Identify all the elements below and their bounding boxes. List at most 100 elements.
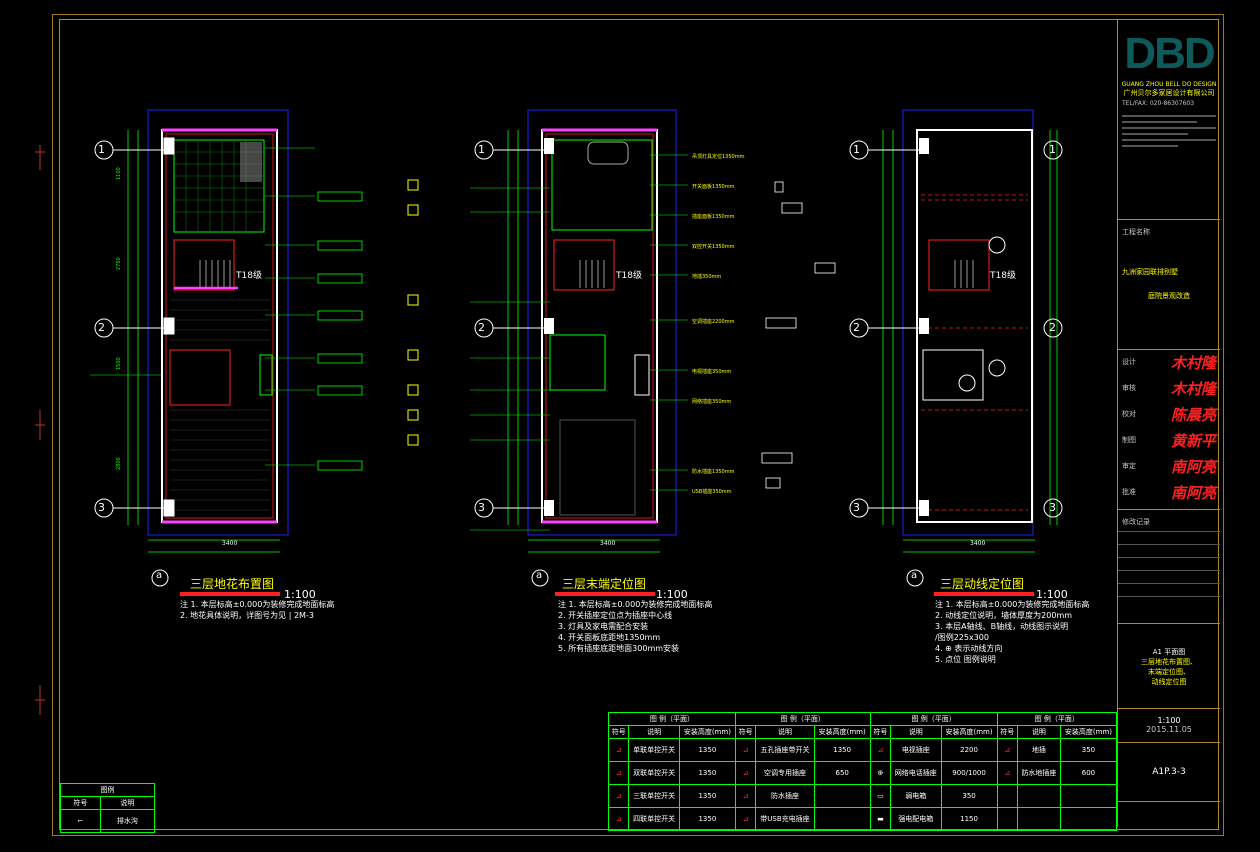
plan-notes: 注 1. 本层标高±0.000为装修完成地面标高 2. 开关插座定位点为插座中心… <box>558 599 712 654</box>
legend-head: 说明 <box>755 725 815 739</box>
note-line: 2. 动线定位说明，墙体厚度为200mm <box>935 611 1073 620</box>
legend-desc: 带USB充电插座 <box>755 807 815 831</box>
stair-label: T18级 <box>616 271 642 281</box>
sheet-date: 2015.11.05 <box>1146 725 1192 734</box>
sig-label: 校对 <box>1122 410 1136 418</box>
sig-label: 审核 <box>1122 384 1136 392</box>
dim-bottom: 3400 <box>222 540 238 547</box>
svg-text:1100: 1100 <box>116 167 122 180</box>
grid-label-2-right: 2 <box>1049 321 1056 334</box>
legend-desc: 防水插座 <box>755 784 815 808</box>
legend-height <box>1059 784 1118 808</box>
svg-text:USB插座350mm: USB插座350mm <box>692 488 732 495</box>
floor-plan-3 <box>849 109 1063 587</box>
sig-row: 校对陈晨亮 <box>1118 401 1220 427</box>
legend-head: 说明 <box>1016 725 1061 739</box>
title-block: DBD GUANG ZHOU BELL DO DESIGN 广州贝尔多家居设计有… <box>1117 19 1220 827</box>
plan-title: 三层末端定位图 <box>562 577 647 591</box>
column-label: a <box>536 570 543 581</box>
project-label: 工程名称 <box>1122 228 1150 236</box>
svg-text:地插350mm: 地插350mm <box>692 273 721 280</box>
legend-head: 安装高度(mm) <box>813 725 871 739</box>
dim-bottom: 3400 <box>600 540 616 547</box>
legend-small: 图例 符号 说明 ⌐ 排水沟 <box>60 783 156 833</box>
note-line: 注 1. 本层标高±0.000为装修完成地面标高 <box>935 600 1090 609</box>
symbol-boxes-left <box>407 179 419 446</box>
margin-ticks <box>35 145 45 715</box>
legend-head: 安装高度(mm) <box>1059 725 1118 739</box>
plan-scale: 1:100 <box>284 588 316 601</box>
sheet-no-cell: A1P.3-3 <box>1118 745 1220 802</box>
sig-row: 设计木村隆 <box>1118 349 1220 375</box>
legend-height <box>813 807 871 831</box>
legend-height <box>1059 807 1118 831</box>
empty-cell <box>996 807 1018 831</box>
legend-height: 2200 <box>940 738 998 762</box>
network-symbol-icon: ⊕ <box>869 761 892 785</box>
legend-height: 1350 <box>678 761 736 785</box>
note-line: 注 1. 本层标高±0.000为装修完成地面标高 <box>558 600 713 609</box>
switch-symbol-icon: ⊿ <box>607 807 630 831</box>
drawing-name-line: 动线定位图 <box>1151 678 1187 686</box>
note-line: 2. 开关插座定位点为插座中心线 <box>558 611 673 620</box>
grid-label-2: 2 <box>98 321 105 334</box>
box-symbol-icon: ▭ <box>869 784 892 808</box>
sig-label: 审定 <box>1122 462 1136 470</box>
socket-symbol-icon: ⊿ <box>734 738 757 762</box>
legend-height: 350 <box>1059 738 1118 762</box>
drawing-frame-outer <box>52 14 1224 836</box>
plan-notes: 注 1. 本层标高±0.000为装修完成地面标高 2. 地花具体说明，详图号为见… <box>180 599 334 621</box>
legend-head: 说明 <box>890 725 942 739</box>
signature: 黄新平 <box>1170 431 1216 450</box>
legend-height: 1350 <box>678 807 736 831</box>
legend-height: 350 <box>940 784 998 808</box>
switch-symbol-icon: ⊿ <box>607 784 630 808</box>
project-name: 九洲家园联排别墅 <box>1122 268 1178 276</box>
drawing-name-line: 末端定位图、 <box>1148 668 1190 676</box>
legend-row-text: 排水沟 <box>99 809 156 833</box>
panel-symbol-icon: ▬ <box>869 807 892 831</box>
revision-label: 修改记录 <box>1122 518 1150 526</box>
legend-height <box>813 784 871 808</box>
signature: 南阿亮 <box>1170 457 1216 476</box>
grid-label-2: 2 <box>478 321 485 334</box>
legend-desc <box>1016 784 1061 808</box>
legend-height: 1150 <box>940 807 998 831</box>
legend-head: 符号 <box>734 725 757 739</box>
legend-title: 图例 <box>60 783 155 797</box>
legend-head: 安装高度(mm) <box>940 725 998 739</box>
socket-symbol-icon: ⊿ <box>734 784 757 808</box>
empty-cell <box>996 784 1018 808</box>
grid-label-1: 1 <box>98 143 105 156</box>
svg-text:2750: 2750 <box>116 257 122 270</box>
legend-desc: 防水地插座 <box>1016 761 1061 785</box>
sig-label: 制图 <box>1122 436 1136 444</box>
floor-socket-icon: ⊿ <box>996 738 1018 762</box>
legend-desc: 四联单控开关 <box>628 807 680 831</box>
sig-row: 审定 南阿亮 <box>1118 453 1220 479</box>
grid-label-3: 3 <box>478 501 485 514</box>
svg-text:2800: 2800 <box>116 457 122 470</box>
legend-table: 图 例（平面） 图 例（平面） 图 例（平面） 图 例（平面） 符号 说明 安装… <box>607 712 1118 831</box>
plan-title: 三层地花布置图 <box>190 577 275 591</box>
switch-symbol-icon: ⊿ <box>607 761 630 785</box>
socket-symbol-icon: ⊿ <box>734 807 757 831</box>
svg-text:网络插座350mm: 网络插座350mm <box>692 398 731 405</box>
sig-label: 设计 <box>1122 358 1136 366</box>
title-underline <box>180 592 280 596</box>
plan-title: 三层动线定位图 <box>940 577 1025 591</box>
legend-col-symbol: 符号 <box>60 796 101 810</box>
grid-label-3: 3 <box>98 501 105 514</box>
project-cell: 工程名称 九洲家园联排别墅 庭院景观改造 <box>1118 219 1220 350</box>
dim-bottom: 3400 <box>970 540 986 547</box>
sig-label: 批准 <box>1122 488 1136 496</box>
legend-desc: 电视插座 <box>890 738 942 762</box>
scale-cell: 1:100 2015.11.05 <box>1118 712 1220 743</box>
address-lines <box>1118 107 1220 155</box>
svg-text:空调插座2200mm: 空调插座2200mm <box>692 318 735 325</box>
legend-group-title: 图 例（平面） <box>996 712 1118 726</box>
svg-text:插座面板1350mm: 插座面板1350mm <box>692 213 735 220</box>
signature: 南阿亮 <box>1170 483 1216 502</box>
stair-label: T18级 <box>236 271 262 281</box>
logo-cell: DBD GUANG ZHOU BELL DO DESIGN 广州贝尔多家居设计有… <box>1118 19 1220 220</box>
